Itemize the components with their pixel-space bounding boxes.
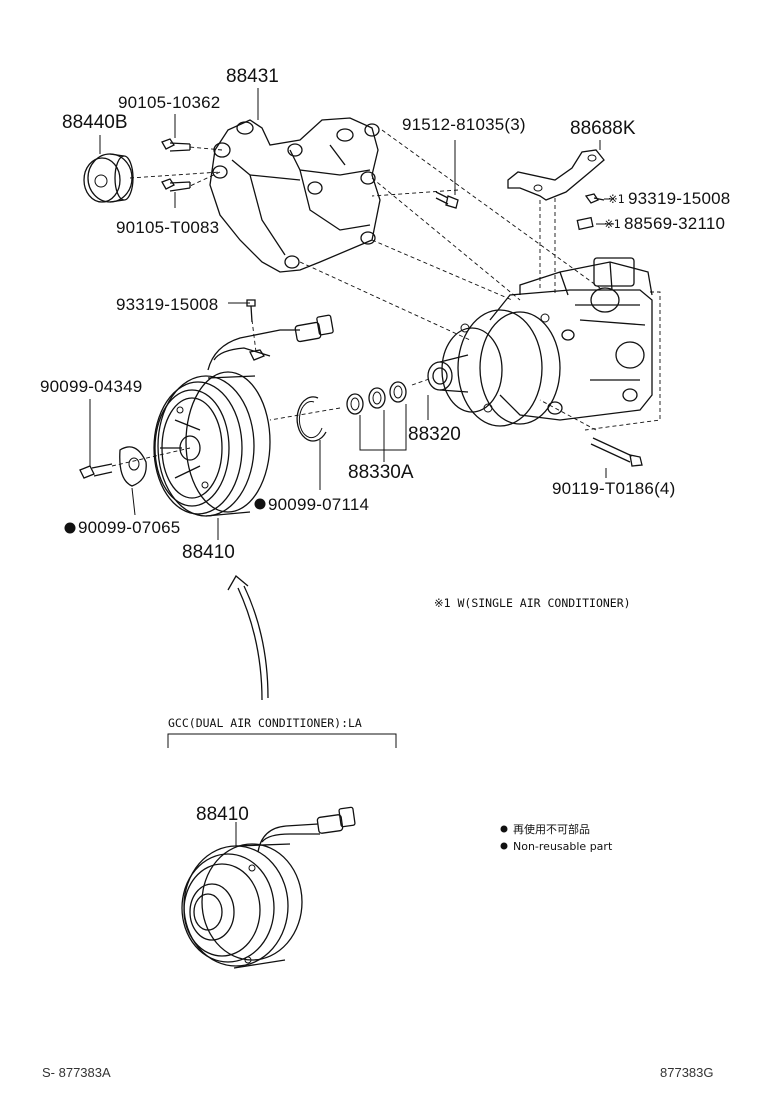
label-88330a: 88330A xyxy=(348,462,414,483)
bolt-90105-t0083 xyxy=(161,178,191,192)
alignment-lines xyxy=(111,129,661,467)
bolt-90105-10362 xyxy=(161,138,191,152)
label-90099-07065: 90099-07065 xyxy=(78,518,180,537)
legend-jp: 再使用不可部品 xyxy=(513,822,590,836)
legend-dot xyxy=(500,825,508,833)
label-88410-lower: 88410 xyxy=(196,804,249,825)
snap-ring xyxy=(296,396,327,442)
diagram-code-left: S- 877383A xyxy=(42,1065,111,1080)
through-bolt xyxy=(590,437,643,467)
screw-single-ac xyxy=(584,193,605,204)
non-reusable-dot xyxy=(64,522,76,534)
variant-bracket xyxy=(167,733,397,748)
clamp-single-ac xyxy=(576,216,594,231)
stud-bolt xyxy=(435,191,459,209)
magnet-clutch-upper xyxy=(153,314,334,517)
leader-lines xyxy=(89,88,614,540)
label-88440b: 88440B xyxy=(62,112,128,133)
label-90099-04349: 90099-04349 xyxy=(40,377,142,396)
label-88431: 88431 xyxy=(226,66,279,87)
plate xyxy=(119,446,147,487)
legend-en: Non-reusable part xyxy=(513,840,613,853)
label-90105-t0083: 90105-T0083 xyxy=(116,218,219,237)
note-single-ac: ※1 W(SINGLE AIR CONDITIONER) xyxy=(434,596,631,610)
label-90119-t0186: 90119-T0186(4) xyxy=(552,479,675,498)
label-88569-32110: 88569-32110 xyxy=(624,214,725,233)
shims xyxy=(346,381,407,415)
bolt-90099-04349 xyxy=(79,463,113,479)
screw-clutch xyxy=(246,299,256,323)
idler-pulley xyxy=(83,153,134,203)
diagram-code-right: 877383G xyxy=(660,1065,714,1080)
note-dual-ac: GCC(DUAL AIR CONDITIONER):LA xyxy=(168,716,362,730)
mark-1-left: ※1 xyxy=(608,192,625,206)
label-88688k: 88688K xyxy=(570,118,636,139)
label-90099-07114: 90099-07114 xyxy=(268,495,369,514)
label-90105-10362: 90105-10362 xyxy=(118,93,220,112)
label-88410: 88410 xyxy=(182,542,235,563)
label-93319-15008-single: 93319-15008 xyxy=(628,189,730,208)
label-93319-15008: 93319-15008 xyxy=(116,295,218,314)
harness-bracket xyxy=(507,149,605,201)
variant-arrow xyxy=(227,575,269,701)
label-91512-81035: 91512-81035(3) xyxy=(402,115,526,134)
mark-1-right: ※1 xyxy=(604,217,621,231)
compressor-bracket xyxy=(209,117,381,273)
non-reusable-dot xyxy=(254,498,266,510)
magnet-clutch-lower xyxy=(181,806,356,969)
label-88320: 88320 xyxy=(408,424,461,445)
legend-dot xyxy=(500,842,508,850)
compressor xyxy=(427,257,653,427)
